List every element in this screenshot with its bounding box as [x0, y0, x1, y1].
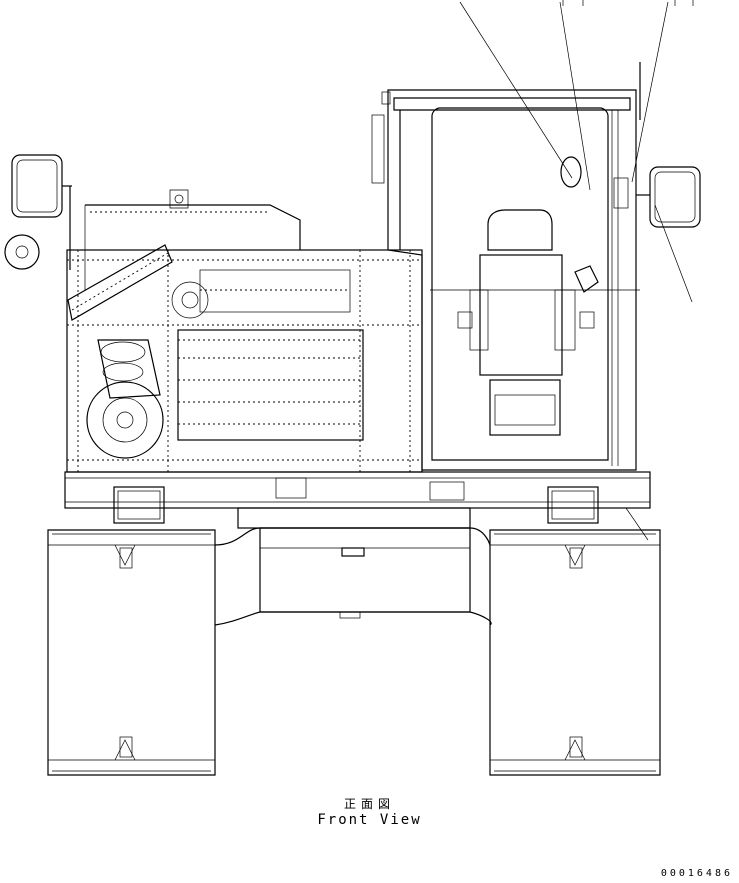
right-mirror	[560, 156, 701, 228]
callout-leader-lines	[459, 0, 694, 303]
air-cleaner	[67, 244, 209, 459]
view-caption-english: Front View	[317, 812, 422, 828]
operator-cab	[371, 62, 641, 471]
undercarriage-frame	[214, 507, 492, 626]
left-mirror	[4, 154, 72, 270]
view-caption-japanese: 正面図	[343, 797, 395, 811]
radiator-core	[177, 269, 364, 441]
right-crawler-track	[489, 529, 661, 776]
engine-housing	[66, 189, 423, 473]
drawing-number: 00016486	[660, 868, 733, 879]
left-crawler-track	[47, 529, 216, 776]
operator-seat	[430, 209, 640, 436]
